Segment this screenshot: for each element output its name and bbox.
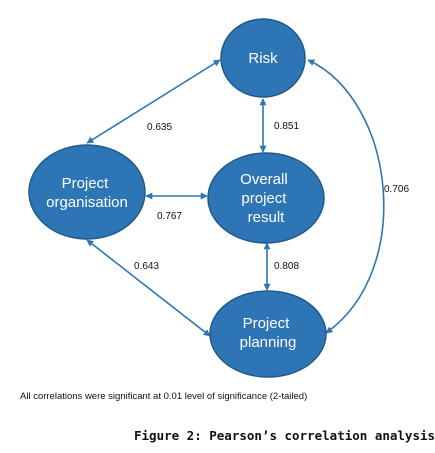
edge-risk-organisation [86, 59, 221, 144]
node-overall-label-line1: Overall [240, 171, 288, 188]
figure-caption: Figure 2: Pearson’s correlation analysis [134, 428, 435, 443]
node-risk: Risk [220, 18, 306, 98]
correlation-diagram: Risk Project organisation Overall projec… [28, 18, 409, 378]
svg-text:Project organisation: Project organisation [46, 175, 128, 211]
edge-label-risk-organisation: 0.635 [147, 122, 172, 133]
edge-label-organisation-planning: 0.643 [134, 261, 159, 272]
edge-organisation-planning [86, 239, 211, 337]
node-overall-label-line2: project [241, 190, 287, 207]
edge-risk-planning [307, 59, 385, 334]
node-overall-label-line3: result [248, 209, 286, 226]
node-project-planning: Project planning [209, 290, 327, 378]
node-organisation-label-line2: organisation [46, 194, 128, 211]
node-planning-label-line1: Project [243, 315, 291, 332]
edge-label-overall-planning: 0.808 [274, 261, 299, 272]
node-project-organisation: Project organisation [28, 144, 146, 240]
edge-label-risk-overall: 0.851 [274, 121, 299, 132]
significance-footnote: All correlations were significant at 0.0… [20, 391, 308, 402]
edge-label-risk-planning: 0.706 [384, 184, 409, 195]
node-planning-label-line2: planning [240, 334, 297, 351]
node-overall-project-result: Overall project result [207, 152, 325, 244]
node-risk-label: Risk [248, 50, 278, 67]
edge-label-organisation-overall: 0.767 [157, 211, 182, 222]
svg-text:Risk: Risk [248, 50, 278, 67]
svg-text:Overall project re: Overall project result [240, 171, 292, 226]
svg-text:Project planning: Project planning [240, 315, 297, 351]
node-organisation-label-line1: Project [62, 175, 110, 192]
